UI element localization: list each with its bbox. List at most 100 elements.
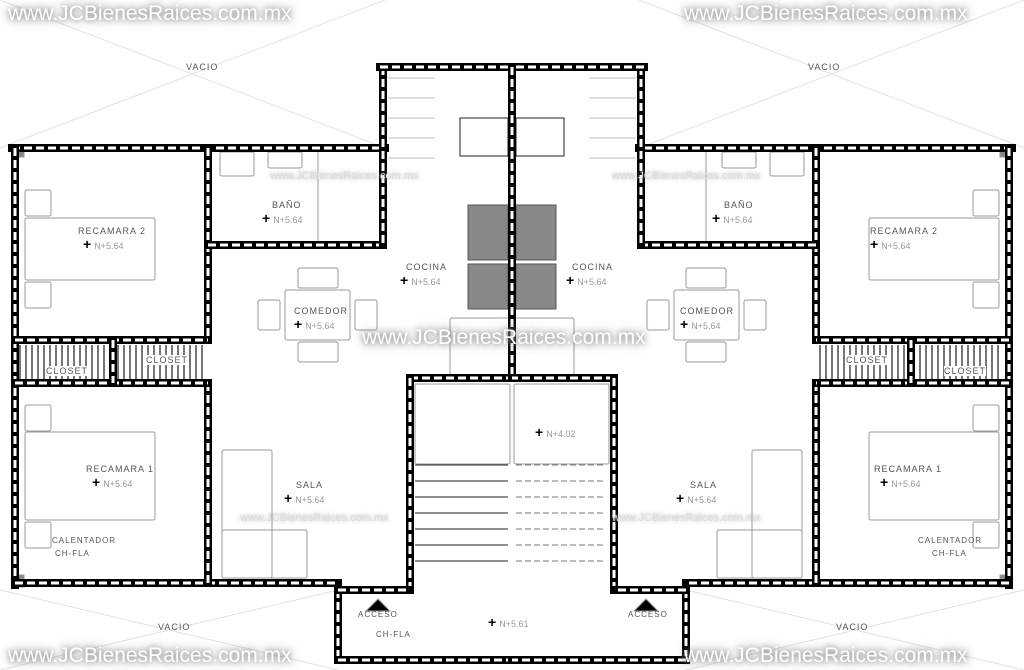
label-closet-2: CLOSET <box>146 355 189 365</box>
watermark-small-1: www.JCBienesRaices.com.mx <box>270 170 419 182</box>
watermark-bottom-right: www.JCBienesRaices.com.mx <box>684 644 968 667</box>
level-text: N+5.64 <box>103 479 133 489</box>
level-text: N+4.02 <box>546 429 576 439</box>
label-recamara-1-left: RECAMARA 1 <box>86 464 155 474</box>
chair <box>646 299 670 331</box>
level-cocina-left: +N+5.64 <box>400 272 441 288</box>
level-text: N+5.64 <box>305 321 335 331</box>
stair-landing <box>515 117 565 157</box>
label-closet-1: CLOSET <box>46 366 89 376</box>
nightstand <box>972 189 1000 217</box>
watermark-center: www.JCBienesRaices.com.mx <box>362 326 646 349</box>
level-bano-left: +N+5.64 <box>262 210 303 226</box>
label-sala-left: SALA <box>296 480 324 490</box>
level-text: N+5.64 <box>691 321 721 331</box>
level-comedor-left: +N+5.64 <box>294 316 335 332</box>
label-ch-fla-left: CH-FLA <box>55 549 90 558</box>
nightstand <box>972 281 1000 309</box>
nightstand <box>24 281 52 309</box>
chair <box>354 299 378 331</box>
level-sala-right: +N+5.64 <box>676 490 717 506</box>
level-text: N+5.64 <box>881 241 911 251</box>
stair-landing <box>513 383 610 465</box>
level-sala-left: +N+5.64 <box>284 490 325 506</box>
label-recamara-2-left: RECAMARA 2 <box>78 226 147 236</box>
level-recamara-2-left: +N+5.64 <box>83 236 124 252</box>
stair-landing <box>414 383 511 465</box>
level-entrance: +N+5.61 <box>488 614 529 630</box>
label-closet-4: CLOSET <box>944 366 987 376</box>
watermark-top-left: www.JCBienesRaices.com.mx <box>8 2 292 25</box>
bed <box>24 217 156 281</box>
label-vacio-bl: VACIO <box>158 622 191 632</box>
label-comedor-right: COMEDOR <box>680 306 734 316</box>
label-bano-right: BAÑO <box>724 200 754 210</box>
label-vacio-tr: VACIO <box>808 62 841 72</box>
label-comedor-left: COMEDOR <box>294 306 348 316</box>
bed <box>868 217 1000 281</box>
sink <box>219 151 255 177</box>
label-closet-3: CLOSET <box>846 355 889 365</box>
nightstand <box>24 521 52 549</box>
level-recamara-2-right: +N+5.64 <box>870 236 911 252</box>
level-comedor-right: +N+5.64 <box>680 316 721 332</box>
label-acceso-right: ACCESO <box>628 610 668 619</box>
watermark-small-4: www.JCBienesRaices.com.mx <box>612 512 761 524</box>
level-text: N+5.64 <box>577 277 607 287</box>
label-sala-right: SALA <box>690 480 718 490</box>
label-calentador-right: CALENTADOR <box>918 536 983 545</box>
entrance-arrow-icon <box>364 598 392 612</box>
chair <box>297 267 339 289</box>
level-text: N+5.64 <box>687 495 717 505</box>
entrance-arrow-icon <box>632 598 660 612</box>
label-recamara-1-right: RECAMARA 1 <box>874 464 943 474</box>
level-text: N+5.64 <box>295 495 325 505</box>
nightstand <box>972 521 1000 549</box>
sink <box>769 151 805 177</box>
watermark-small-2: www.JCBienesRaices.com.mx <box>612 170 761 182</box>
label-cocina-right: COCINA <box>572 262 614 272</box>
label-vacio-tl: VACIO <box>186 62 219 72</box>
shower <box>643 149 707 243</box>
label-calentador-left: CALENTADOR <box>52 536 117 545</box>
stove <box>467 204 509 261</box>
nightstand <box>24 404 52 432</box>
table <box>284 289 351 341</box>
label-acceso-left: ACCESO <box>358 610 398 619</box>
label-cocina-left: COCINA <box>406 262 448 272</box>
level-bano-right: +N+5.64 <box>712 210 753 226</box>
label-vacio-br: VACIO <box>836 622 869 632</box>
label-bano-left: BAÑO <box>272 200 302 210</box>
label-recamara-2-right: RECAMARA 2 <box>870 226 939 236</box>
sofa <box>716 529 803 579</box>
stove <box>467 263 509 310</box>
bed <box>24 431 156 521</box>
level-text: N+5.64 <box>94 241 124 251</box>
chair <box>297 341 339 363</box>
stove <box>515 204 557 261</box>
stair-landing <box>459 117 509 157</box>
toilet <box>721 151 757 169</box>
nightstand <box>24 189 52 217</box>
watermark-bottom-left: www.JCBienesRaices.com.mx <box>8 644 292 667</box>
watermark-top-right: www.JCBienesRaices.com.mx <box>684 2 968 25</box>
nightstand <box>972 404 1000 432</box>
level-cocina-right: +N+5.64 <box>566 272 607 288</box>
table <box>673 289 740 341</box>
watermark-small-3: www.JCBienesRaices.com.mx <box>240 512 389 524</box>
level-recamara-1-left: +N+5.64 <box>92 474 133 490</box>
chair <box>685 267 727 289</box>
level-text: N+5.64 <box>411 277 441 287</box>
level-text: N+5.64 <box>891 479 921 489</box>
chair <box>743 299 767 331</box>
bed <box>868 431 1000 521</box>
toilet <box>267 151 303 169</box>
level-recamara-1-right: +N+5.64 <box>880 474 921 490</box>
level-stair-landing: +N+4.02 <box>535 424 576 440</box>
stove <box>515 263 557 310</box>
label-ch-fla-right: CH-FLA <box>932 549 967 558</box>
chair <box>257 299 281 331</box>
level-text: N+5.64 <box>723 215 753 225</box>
shower <box>317 149 381 243</box>
